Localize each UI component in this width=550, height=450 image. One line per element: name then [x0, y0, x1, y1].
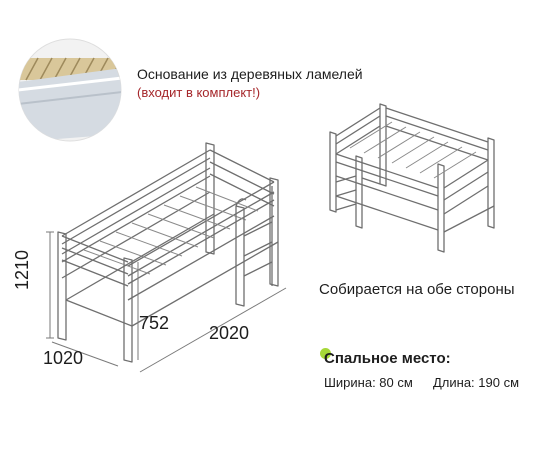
sleeping-place-width: Ширина: 80 см — [324, 375, 413, 390]
slats-thumbnail — [18, 38, 122, 142]
dimension-height: 1210 — [12, 249, 32, 290]
assembly-caption: Собирается на обе стороны — [319, 281, 515, 298]
sleeping-place-bullet-icon — [320, 348, 331, 359]
dimension-clearance: 752 — [139, 313, 170, 333]
slats-note: (входит в комплект!) — [137, 85, 261, 100]
dimension-width: 1020 — [43, 348, 84, 368]
dimension-length: 2020 — [209, 323, 250, 343]
slats-title: Основание из деревяных ламелей — [137, 66, 363, 82]
sleeping-place-length: Длина: 190 см — [433, 375, 520, 390]
sleeping-place-title: Спальное место: — [324, 350, 451, 367]
